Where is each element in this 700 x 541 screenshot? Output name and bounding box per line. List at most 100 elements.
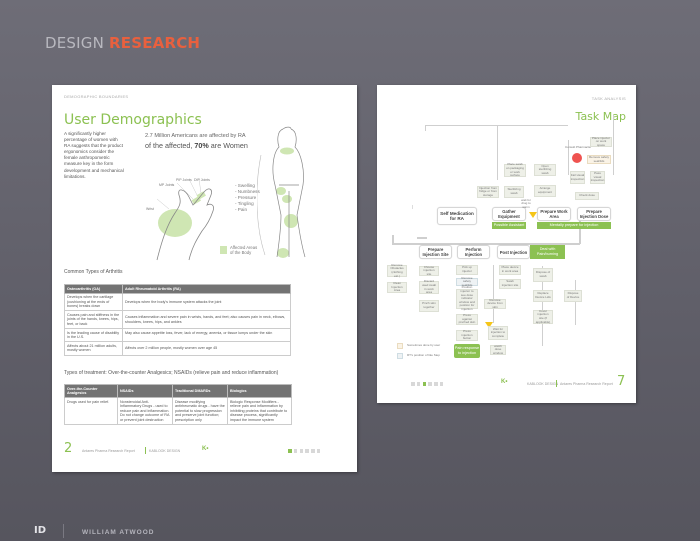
wait-warm-note: wait for drug to warm	[521, 198, 531, 209]
step-prepare-injection-dose[interactable]: Prepare Injection Dose	[577, 207, 611, 221]
substep-check-dose: Check dose	[575, 192, 599, 200]
demographics-page: DEMOGRAPHIC BOUNDARIES User Demographics…	[52, 85, 357, 472]
connector	[417, 237, 427, 239]
table-row: Causes pain and stiffness in the joints …	[64, 310, 291, 330]
page-dot[interactable]	[288, 449, 292, 453]
page-dot[interactable]	[422, 382, 427, 386]
step-prepare-work-area[interactable]: Prepare Work Area	[537, 207, 571, 221]
substep-fail-inspection: Fail visual inspection	[570, 171, 585, 184]
connector	[392, 243, 580, 245]
stat-line-1: 2.7 Million Americans are affected by RA	[145, 133, 246, 139]
page-dot[interactable]	[299, 449, 304, 453]
title-light: DESIGN	[45, 34, 109, 52]
legend-peach-label: Sometimes done by user	[407, 343, 441, 347]
affected-area-swatch	[220, 246, 227, 254]
hand-illustration	[156, 178, 214, 261]
connector	[425, 125, 426, 131]
legend-blue-label: RT's position of like Step	[407, 353, 440, 357]
substep-place-workspace: Place injector on work space	[590, 135, 612, 147]
arthritis-table: Osteoarthritis (OA) Adult Rheumatoid Art…	[64, 284, 291, 356]
section-tag: TASK ANALYSIS	[591, 96, 626, 101]
substep-press-button: Press injection button	[456, 329, 478, 341]
page-title: User Demographics	[64, 112, 202, 128]
page-dot[interactable]	[434, 382, 438, 386]
substep-pass-inspection: Pass visual inspection	[590, 171, 605, 184]
substep-remove-safety: Remove safety seal/lids	[456, 276, 478, 287]
task-map-page: TASK ANALYSIS Task Map Self Medication f…	[377, 85, 636, 403]
stop-icon	[572, 153, 582, 163]
footer-studio: KABLOOK DESIGN	[149, 449, 181, 453]
signature-mark: ID	[34, 525, 47, 536]
page-title: Task Map	[575, 110, 626, 123]
substep-arrange-equipment: Arrange equipment	[534, 185, 556, 197]
arthritis-caption: Common Types of Arthritis	[64, 269, 123, 275]
symptom-list: - Swelling - Numbness - Pressure - Tingl…	[235, 183, 260, 212]
connector	[613, 115, 614, 175]
step-self-medication[interactable]: Self Medication for RA	[437, 207, 477, 225]
title-accent: RESEARCH	[109, 34, 201, 52]
page-number: 7	[617, 374, 626, 389]
page-indicator-dots	[288, 449, 321, 453]
consult-pharmacist-label: Consult Pharmacist	[564, 145, 591, 149]
page-number: 2	[64, 441, 73, 456]
substep-remove-device: Remove device from skin	[484, 298, 506, 309]
mp-joints-label: MP Joints	[159, 183, 175, 187]
mentally-prepare-label: Mentally prepare for injection	[537, 222, 611, 229]
page-dot[interactable]	[311, 449, 315, 453]
step-perform-injection[interactable]: Perform Injection	[457, 245, 490, 259]
connector	[542, 266, 543, 346]
body-illustration	[257, 126, 306, 258]
wrist-label: Wrist	[146, 207, 154, 211]
section-tag: DEMOGRAPHIC BOUNDARIES	[64, 94, 129, 99]
affected-area-legend: Affected Areas of the Body	[230, 245, 258, 255]
footer-divider	[145, 447, 146, 454]
substep-dispose-swab: Dispose of swab	[533, 268, 553, 282]
page-dot[interactable]	[428, 382, 432, 386]
step-post-injection[interactable]: Post Injection	[497, 245, 530, 259]
substep-dispose-device: Dispose of Device	[564, 290, 582, 302]
connector	[412, 205, 413, 209]
substep-pick-up-injector: Pick up injector	[456, 265, 478, 275]
substep-pinch-skin: Pinch skin together	[419, 300, 439, 312]
step-prepare-injection-site[interactable]: Prepare Injection Site	[419, 245, 452, 259]
warning-icon	[529, 212, 537, 218]
substep-open-swab: Open sterilizing swab	[534, 164, 556, 176]
connector	[568, 140, 569, 175]
substep-press-skin: Press against pinched skin	[456, 313, 478, 325]
legend-swatch-peach	[397, 343, 403, 349]
page-dot[interactable]	[293, 449, 298, 453]
substep-discard-swab: Discard used swab in work area	[419, 280, 439, 294]
signature-divider	[63, 524, 64, 538]
legend-swatch-blue	[397, 353, 403, 359]
page-dot[interactable]	[305, 449, 309, 453]
substep-swab-site: Swab injection site	[499, 279, 521, 289]
substep-replace-lids: Replace Device Lids	[533, 290, 553, 302]
step-gather-equipment[interactable]: Gather Equipment	[492, 207, 526, 221]
page-dot[interactable]	[416, 382, 421, 386]
substep-remove-obstacles: Remove Obstacles (clothing etc.)	[387, 263, 407, 277]
footer-studio: KABLOOK DESIGN	[527, 382, 559, 386]
connector	[493, 265, 494, 323]
substep-remove-seal: Remove safety seal/lids	[587, 154, 611, 164]
warning-icon	[485, 322, 493, 328]
page-dot[interactable]	[316, 449, 321, 453]
kablook-logo: K•	[501, 379, 508, 385]
table-row: Affects about 21 million adults, mostly …	[64, 341, 291, 356]
pain-burning-label: Deal with Pain/burning	[530, 245, 565, 259]
page-dot[interactable]	[439, 382, 444, 386]
pain-response-label: Pain response to injection	[454, 344, 480, 358]
page-header-title: DESIGN RESEARCH	[45, 34, 200, 52]
stat-line-2: of the affected, 70% are Women	[145, 141, 248, 150]
footer-divider	[556, 380, 557, 387]
signature-name: WILLIAM ATWOOD	[82, 529, 155, 536]
substep-position-injector: Position injector to see dose indicator …	[456, 286, 478, 311]
substep-injection-storage: Injection from fridge or from storage	[477, 185, 499, 198]
connector	[497, 125, 498, 180]
page-dot[interactable]	[411, 382, 415, 386]
substep-cover-site: Cover injection site (if applicable)	[533, 309, 553, 324]
substep-place-device: Place device in work area	[499, 265, 521, 275]
treatment-table: Over-the-Counter Analgesics NSAIDs Tradi…	[64, 383, 292, 426]
footer-report: Antares Pharma Research Report	[560, 382, 613, 386]
table-row: Develops when the cartilage (cushioning …	[64, 292, 291, 312]
intro-text: A significantly higher percentage of wom…	[64, 131, 124, 179]
